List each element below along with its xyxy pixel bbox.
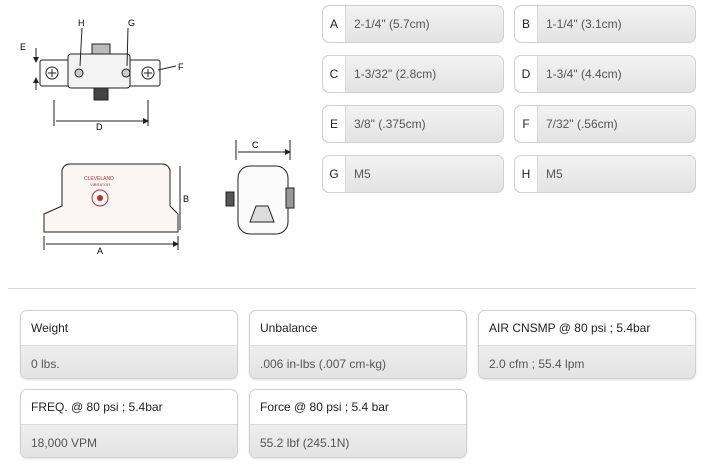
dimension-letter: A <box>323 6 346 42</box>
dimension-value: 3/8" (.375cm) <box>354 117 426 131</box>
spec-value: 0 lbs. <box>21 345 237 378</box>
dimension-value: 2-1/4" (5.7cm) <box>354 17 430 31</box>
side-view <box>225 140 295 235</box>
dimensions-grid: A 2-1/4" (5.7cm) B 1-1/4" (3.1cm) C 1-3/… <box>322 5 698 200</box>
spec-weight: Weight 0 lbs. <box>20 310 238 379</box>
dimension-h: H M5 <box>514 155 696 193</box>
label-a: A <box>97 246 103 256</box>
spec-value: 2.0 cfm ; 55.4 lpm <box>479 345 695 378</box>
logo-subtext: VIBRATOR <box>90 182 110 187</box>
dimension-value: M5 <box>546 167 563 181</box>
front-view <box>43 163 181 250</box>
dimension-value: 1-1/4" (3.1cm) <box>546 17 622 31</box>
dimension-letter: C <box>323 56 346 92</box>
spec-value: .006 in-lbs (.007 cm-kg) <box>250 345 466 378</box>
label-d: D <box>96 122 103 132</box>
vibrator-diagram: H G E F D CLEVELAND VIBRATOR B A C <box>20 18 295 256</box>
dimension-letter: D <box>515 56 538 92</box>
dimension-b: B 1-1/4" (3.1cm) <box>514 5 696 43</box>
technical-drawing: H G E F D CLEVELAND VIBRATOR B A C <box>0 0 310 270</box>
label-h: H <box>78 18 85 28</box>
dimension-f: F 7/32" (.56cm) <box>514 105 696 143</box>
dimension-letter: B <box>515 6 538 42</box>
spec-force: Force @ 80 psi ; 5.4 bar 55.2 lbf (245.1… <box>249 389 467 458</box>
spec-title: Weight <box>21 311 237 345</box>
spec-title: Force @ 80 psi ; 5.4 bar <box>250 390 466 424</box>
dimension-value: M5 <box>354 167 371 181</box>
spec-title: FREQ. @ 80 psi ; 5.4bar <box>21 390 237 424</box>
spec-air-consumption: AIR CNSMP @ 80 psi ; 5.4bar 2.0 cfm ; 55… <box>478 310 696 379</box>
logo-text: CLEVELAND <box>84 176 114 182</box>
dimension-letter: G <box>323 156 346 192</box>
spec-frequency: FREQ. @ 80 psi ; 5.4bar 18,000 VPM <box>20 389 238 458</box>
label-c: C <box>252 140 259 150</box>
label-g: G <box>128 18 135 28</box>
dimension-a: A 2-1/4" (5.7cm) <box>322 5 504 43</box>
top-view <box>33 27 177 126</box>
dimension-d: D 1-3/4" (4.4cm) <box>514 55 696 93</box>
dimension-g: G M5 <box>322 155 504 193</box>
label-e: E <box>20 42 26 52</box>
dimension-value: 1-3/4" (4.4cm) <box>546 67 622 81</box>
label-b: B <box>183 194 189 204</box>
dimension-value: 7/32" (.56cm) <box>546 117 618 131</box>
dimension-value: 1-3/32" (2.8cm) <box>354 67 437 81</box>
spec-title: AIR CNSMP @ 80 psi ; 5.4bar <box>479 311 695 345</box>
dimension-e: E 3/8" (.375cm) <box>322 105 504 143</box>
dimension-c: C 1-3/32" (2.8cm) <box>322 55 504 93</box>
spec-value: 18,000 VPM <box>21 424 237 457</box>
dimension-letter: F <box>515 106 538 142</box>
dimension-letter: E <box>323 106 346 142</box>
dimension-letter: H <box>515 156 538 192</box>
spec-unbalance: Unbalance .006 in-lbs (.007 cm-kg) <box>249 310 467 379</box>
label-f: F <box>178 62 184 72</box>
spec-value: 55.2 lbf (245.1N) <box>250 424 466 457</box>
section-divider <box>8 288 696 289</box>
spec-title: Unbalance <box>250 311 466 345</box>
